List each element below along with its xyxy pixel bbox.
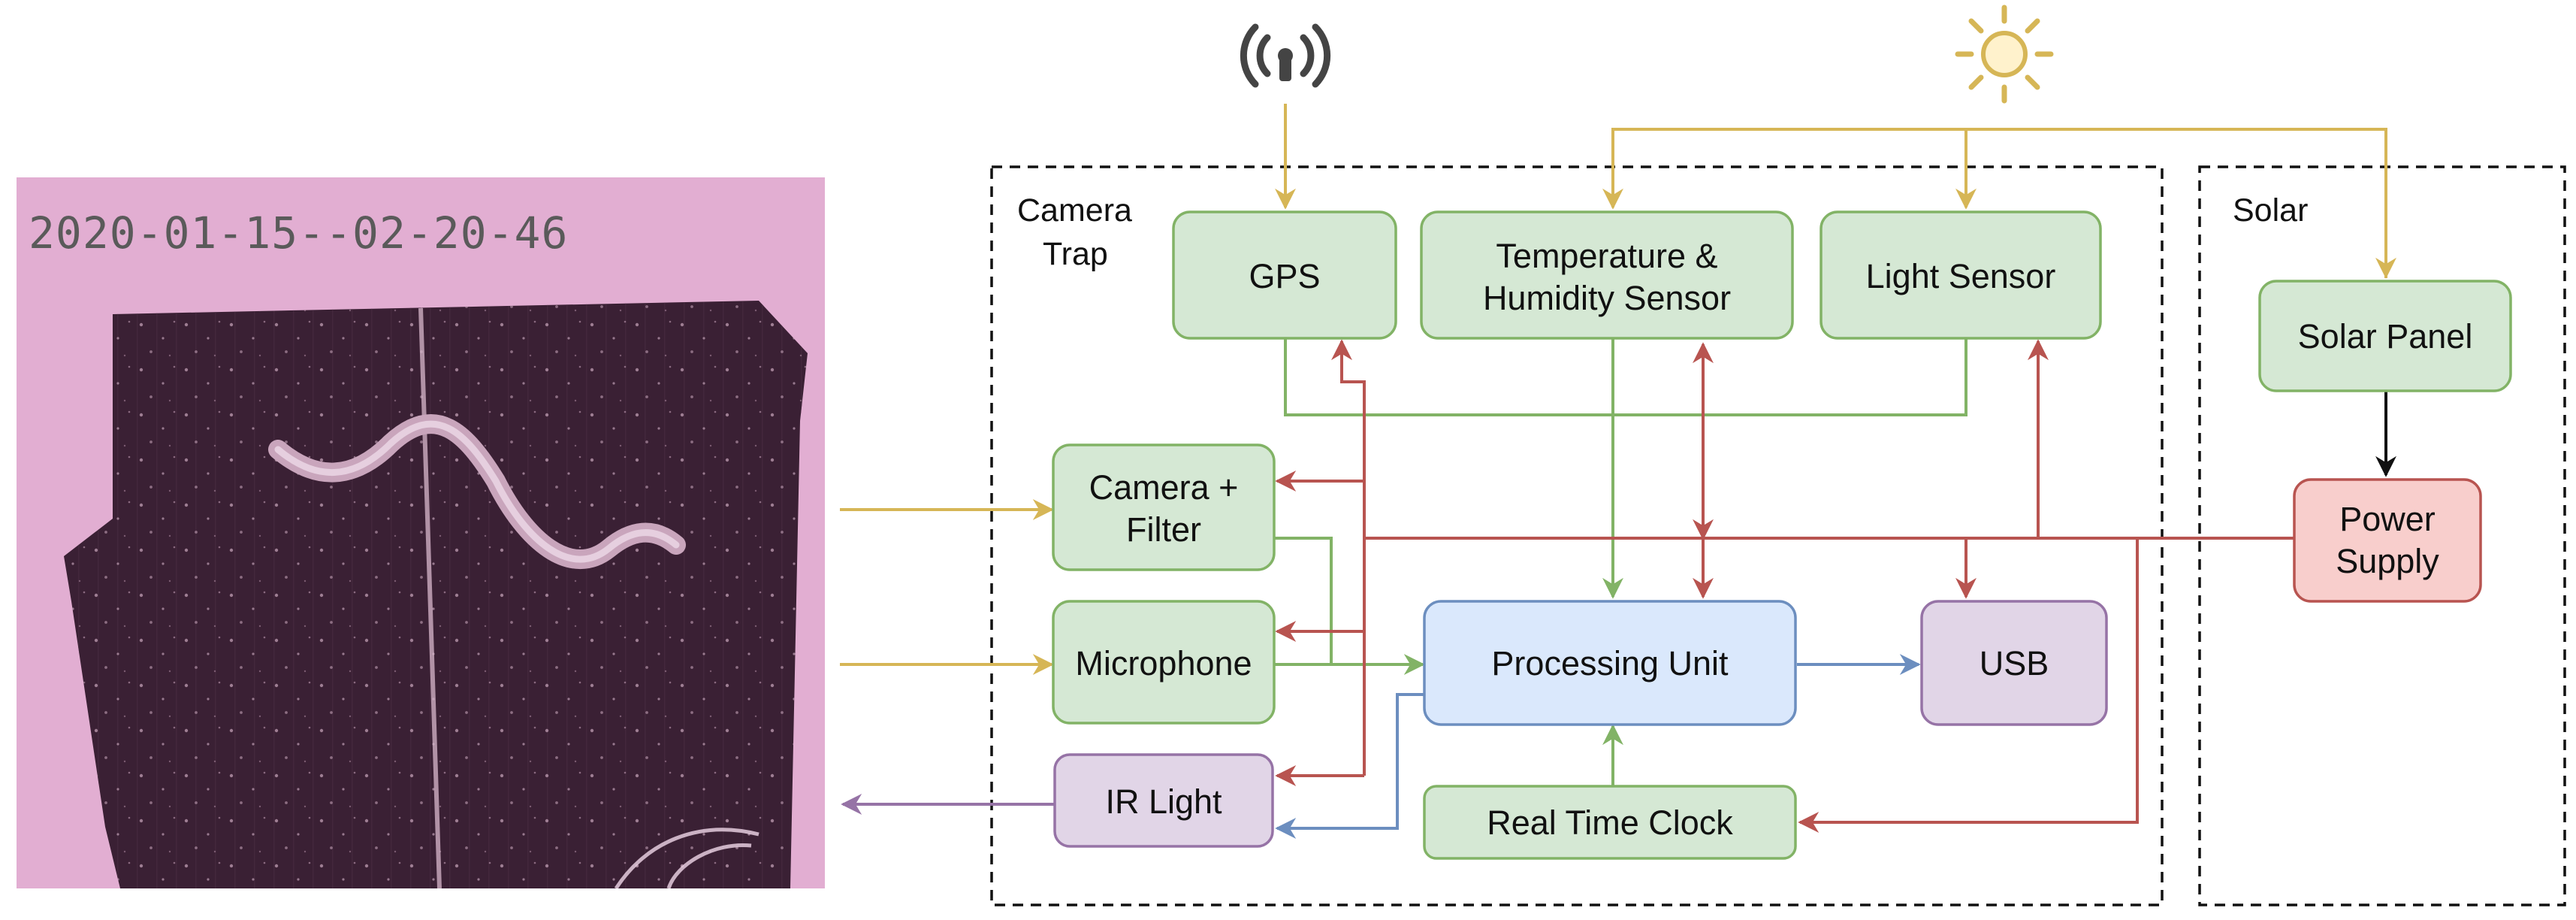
power-to-gps-wire	[1331, 339, 1366, 481]
power-supply-label-line2: Supply	[2336, 542, 2439, 580]
camera-filter-label-line1: Camera +	[1089, 468, 1239, 507]
power-to-clock-wire	[1798, 538, 2139, 833]
microphone-label: Microphone	[1075, 644, 1252, 682]
photo-surface-speckle	[64, 301, 808, 888]
power-supply-label-line1: Power	[2339, 500, 2436, 538]
solar-group-label: Solar	[2233, 192, 2308, 228]
usb-block: USB	[1920, 600, 2108, 726]
photo-timestamp: 2020-01-15--02-20-46	[29, 207, 568, 259]
processing-unit-label: Processing Unit	[1491, 644, 1729, 682]
processing-unit-block: Processing Unit	[1423, 600, 1797, 726]
gps-light-sensor-bus-wire	[1284, 338, 1967, 416]
processing-to-ir-light-wire	[1275, 693, 1424, 839]
sun-icon	[1955, 5, 2054, 104]
photo-grass	[614, 828, 760, 888]
camera-trap-group-label-line1: Camera	[1017, 192, 1132, 228]
temp-humidity-block: Temperature & Humidity Sensor	[1420, 210, 1794, 340]
power-supply-block: Power Supply	[2293, 478, 2482, 603]
photo-seam	[418, 307, 442, 888]
solar-panel-block: Solar Panel	[2258, 280, 2512, 392]
camera-filter-label-line2: Filter	[1126, 510, 1201, 549]
real-time-clock-label: Real Time Clock	[1487, 803, 1733, 842]
ir-light-label: IR Light	[1105, 782, 1222, 821]
camera-filter-block: Camera + Filter	[1052, 443, 1276, 571]
temp-humidity-label-line2: Humidity Sensor	[1483, 279, 1731, 317]
photo-worm-highlight	[274, 420, 680, 563]
light-sensor-label: Light Sensor	[1866, 257, 2056, 295]
light-sensor-block: Light Sensor	[1820, 210, 2102, 340]
gps-label: GPS	[1249, 257, 1320, 295]
camera-to-processing-wire	[1274, 537, 1421, 666]
antenna-icon	[1240, 23, 1331, 88]
solar-group-frame	[2198, 165, 2566, 906]
camera-trap-group-frame	[990, 165, 2164, 906]
real-time-clock-block: Real Time Clock	[1423, 785, 1797, 860]
solar-panel-label: Solar Panel	[2298, 317, 2473, 356]
camera-photo: 2020-01-15--02-20-46	[17, 177, 825, 888]
microphone-block: Microphone	[1052, 600, 1276, 725]
usb-label: USB	[1980, 644, 2049, 682]
temp-humidity-label-line1: Temperature &	[1496, 237, 1717, 275]
camera-trap-group-label-line2: Trap	[1043, 236, 1108, 272]
gps-block: GPS	[1172, 210, 1397, 340]
ir-light-block: IR Light	[1053, 753, 1274, 848]
